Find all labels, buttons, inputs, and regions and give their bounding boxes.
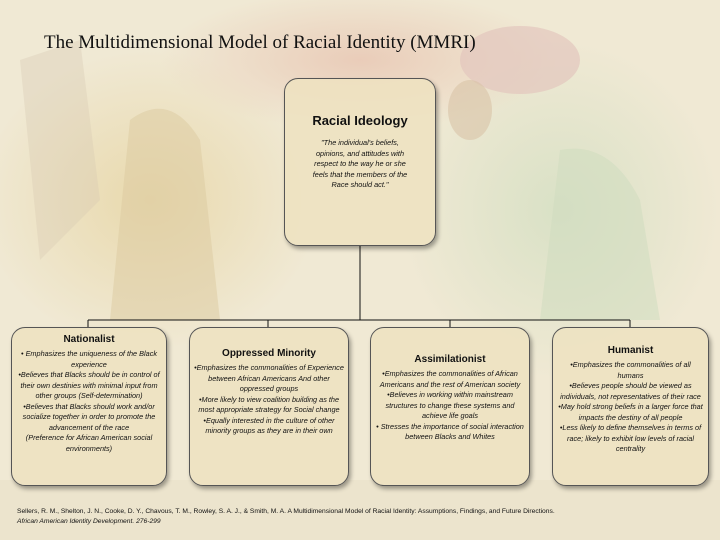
nationalist-point: • Emphasizes the uniqueness of the Black… [20, 349, 157, 369]
citation-source: African American Identity Development. 2… [17, 518, 161, 525]
oppressed-minority-points: •Emphasizes the commonalities of Experie… [190, 363, 348, 437]
oppressed-minority-node: Oppressed Minority •Emphasizes the commo… [189, 327, 349, 486]
assimilationist-heading: Assimilationist [414, 354, 486, 365]
assimilationist-point: •Believes in working within mainstream s… [385, 390, 515, 420]
oppressed-minority-point: •More likely to view coalition building … [198, 394, 340, 415]
nationalist-point: •Believes that Blacks should be in contr… [18, 370, 160, 400]
humanist-point: •Believes people should be viewed as ind… [560, 381, 701, 401]
nationalist-point: •Believes that Blacks should work and/or… [22, 401, 156, 432]
nationalist-point: (Preference for African American social … [25, 433, 153, 453]
nationalist-heading: Nationalist [63, 334, 115, 345]
assimilationist-node: Assimilationist •Emphasizes the commonal… [370, 327, 530, 486]
racial-ideology-heading: Racial Ideology [312, 113, 408, 128]
humanist-point: •Less likely to define themselves in ter… [559, 423, 702, 453]
humanist-node: Humanist •Emphasizes the commonalities o… [552, 327, 709, 486]
oppressed-minority-point: •Equally interested in the culture of ot… [203, 415, 335, 436]
citation: Sellers, R. M., Shelton, J. N., Cooke, D… [17, 507, 707, 527]
assimilationist-point: •Emphasizes the commonalities of African… [379, 369, 521, 389]
nationalist-points: • Emphasizes the uniqueness of the Black… [12, 349, 166, 454]
racial-ideology-definition: "The individual's beliefs, opinions, and… [312, 138, 408, 189]
citation-authors: Sellers, R. M., Shelton, J. N., Cooke, D… [17, 508, 555, 515]
assimilationist-point: • Stresses the importance of social inte… [376, 421, 524, 442]
humanist-heading: Humanist [607, 345, 654, 356]
humanist-points: •Emphasizes the commonalities of all hum… [553, 360, 708, 455]
humanist-point: •May hold strong beliefs in a larger for… [558, 402, 703, 422]
oppressed-minority-heading: Oppressed Minority [222, 348, 316, 359]
assimilationist-points: •Emphasizes the commonalities of African… [371, 369, 529, 443]
slide-title: The Multidimensional Model of Racial Ide… [44, 32, 476, 53]
humanist-point: •Emphasizes the commonalities of all hum… [570, 360, 691, 380]
nationalist-node: Nationalist • Emphasizes the uniqueness … [11, 327, 167, 486]
oppressed-minority-point: •Emphasizes the commonalities of Experie… [194, 363, 344, 393]
racial-ideology-node: Racial Ideology "The individual's belief… [284, 78, 436, 246]
